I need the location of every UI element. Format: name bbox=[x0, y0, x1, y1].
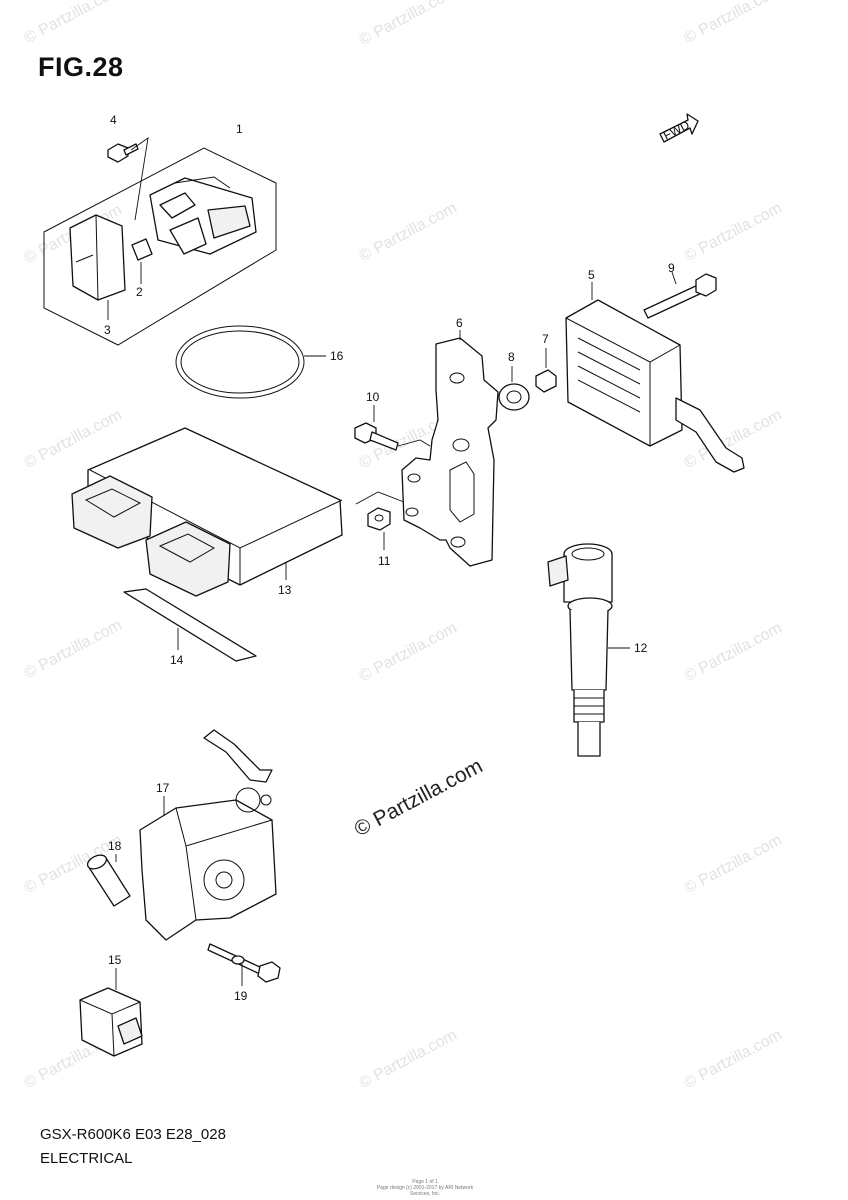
model-code: GSX-R600K6 E03 E28_028 bbox=[40, 1126, 226, 1143]
callout-19: 19 bbox=[234, 989, 248, 1003]
sleeve-part bbox=[86, 854, 131, 907]
screw-part bbox=[207, 943, 281, 986]
collar-part bbox=[535, 348, 557, 393]
callout-14: 14 bbox=[170, 653, 184, 667]
callout-6: 6 bbox=[456, 316, 463, 330]
callout-3: 3 bbox=[104, 323, 111, 337]
callout-2: 2 bbox=[136, 285, 143, 299]
bolt-part bbox=[643, 271, 717, 319]
page-credit-top: Page 1 of 1 bbox=[412, 1179, 438, 1185]
callout-9: 9 bbox=[668, 261, 675, 275]
callout-8: 8 bbox=[508, 350, 515, 364]
sensor-connector bbox=[79, 968, 143, 1057]
fuse-part bbox=[131, 238, 153, 261]
callout-16: 16 bbox=[330, 349, 344, 363]
gasket-ring bbox=[175, 325, 326, 399]
page-credit-bottom: Page design (c) 2001-2017 by ARI Network… bbox=[376, 1185, 474, 1197]
bolt-part bbox=[107, 143, 139, 163]
relay-holder bbox=[69, 214, 126, 301]
relay-assembly bbox=[43, 137, 277, 346]
callout-15: 15 bbox=[108, 953, 122, 967]
nut-part bbox=[355, 491, 405, 550]
bolt-part bbox=[354, 405, 431, 451]
section-label: ELECTRICAL bbox=[40, 1150, 133, 1167]
ignition-coil bbox=[547, 543, 630, 757]
relay-block bbox=[149, 176, 257, 255]
callout-7: 7 bbox=[542, 332, 549, 346]
callout-11: 11 bbox=[378, 554, 391, 568]
page-credit: Page 1 of 1 Page design (c) 2001-2017 by… bbox=[370, 1179, 480, 1197]
callout-13: 13 bbox=[278, 583, 292, 597]
ecm-unit bbox=[71, 427, 343, 597]
sensor-assembly bbox=[139, 729, 277, 941]
callout-4: 4 bbox=[110, 113, 117, 127]
callout-10: 10 bbox=[366, 390, 380, 404]
mounting-bracket bbox=[401, 330, 499, 567]
grommet-part bbox=[498, 366, 530, 411]
fwd-arrow-icon: FWD bbox=[659, 113, 699, 143]
callout-17: 17 bbox=[156, 781, 170, 795]
figure-title: FIG.28 bbox=[38, 52, 124, 82]
pad-strip bbox=[123, 588, 257, 662]
callout-1: 1 bbox=[236, 122, 243, 136]
regulator-unit bbox=[565, 282, 745, 473]
callout-5: 5 bbox=[588, 268, 595, 282]
callout-18: 18 bbox=[108, 839, 122, 853]
callout-12: 12 bbox=[634, 641, 648, 655]
